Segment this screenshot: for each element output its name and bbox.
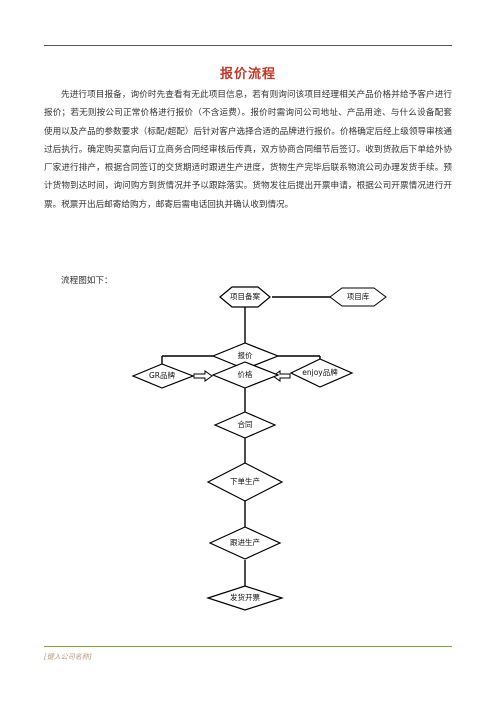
node-order-production: 下单生产 <box>206 462 284 502</box>
svg-text:合同: 合同 <box>238 419 253 429</box>
svg-text:项目库: 项目库 <box>347 291 370 301</box>
node-gr-brand: GR品牌 <box>131 363 195 389</box>
svg-text:enjoy品牌: enjoy品牌 <box>302 367 338 377</box>
node-project-library: 项目库 <box>329 287 387 307</box>
svg-text:报价: 报价 <box>238 350 253 360</box>
svg-text:价格: 价格 <box>238 369 253 379</box>
flowchart-intro: 流程图如下： <box>61 276 113 286</box>
node-enjoy-brand: enjoy品牌 <box>289 358 354 388</box>
footer-rule <box>44 646 452 647</box>
node-contract: 合同 <box>213 411 277 439</box>
svg-text:跟进生产: 跟进生产 <box>230 537 260 547</box>
page-title: 报价流程 <box>219 67 276 82</box>
svg-text:下单生产: 下单生产 <box>230 476 260 486</box>
enjoy-to-price-arrow <box>272 370 291 382</box>
gr-to-price-arrow <box>193 370 213 382</box>
svg-text:GR品牌: GR品牌 <box>149 370 176 380</box>
header-rule <box>44 45 452 46</box>
footer-company-name: [键入公司名称] <box>44 653 92 661</box>
node-ship-invoice: 发货开票 <box>206 585 284 611</box>
node-follow-production: 跟进生产 <box>208 526 282 560</box>
node-registration: 项目备案 <box>219 286 271 308</box>
svg-text:项目备案: 项目备案 <box>230 291 260 301</box>
svg-text:发货开票: 发货开票 <box>230 592 260 602</box>
node-price: 价格 <box>211 361 280 389</box>
body-paragraph: 先进行项目报备，询价时先查看有无此项目信息，若有则询问该项目经理相关产品价格并给… <box>44 90 452 210</box>
node-quote: 报价 <box>211 342 280 370</box>
